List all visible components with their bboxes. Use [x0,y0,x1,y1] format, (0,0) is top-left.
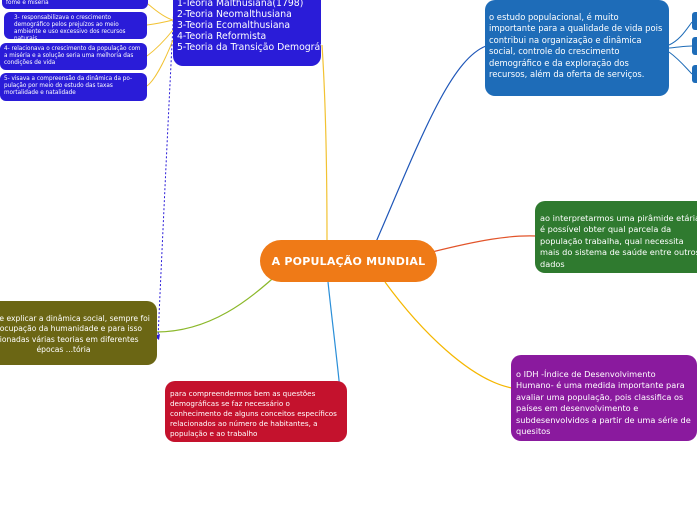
link-dashed [157,5,175,339]
social-dynamics-text: ...der e explicar a dinâmica social, sem… [0,314,150,355]
age-pyramid-node[interactable]: ao interpretarmos uma pirâmide etária é … [535,201,697,273]
theories-node[interactable]: 1-Teoria Malthusiana(1798) 2-Teoria Neom… [173,0,321,66]
theory-item-1-text: fome e miséria [6,0,49,6]
theory-line-1: 1-Teoria Malthusiana(1798) [177,0,304,9]
link-teorias [321,44,328,243]
central-topic-title: A POPULAÇÃO MUNDIAL [271,254,426,268]
social-dynamics-node[interactable]: ...der e explicar a dinâmica social, sem… [0,301,157,365]
link-compreender [327,281,341,391]
theory-line-3: 3-Teoria Ecomalthusiana [177,20,291,31]
concepts-node[interactable]: para compreendermos bem as questões demo… [165,381,347,442]
right-subnode-2[interactable] [692,37,697,55]
hdi-node[interactable]: o IDH -Índice de Desenvolvimento Humano-… [511,355,697,441]
theory-item-5-text: 5- visava a compreensão da dinâmica da p… [4,76,133,96]
link-idh [384,281,513,389]
theory-line-5: 5-Teoria da Transição Demográfica [177,42,321,53]
theory-item-5[interactable]: 5- visava a compreensão da dinâmica da p… [0,73,147,101]
link-explicar [155,269,283,333]
theory-item-3[interactable]: 3- responsabilizava o crescimento demogr… [4,12,147,42]
right-subnode-1[interactable] [692,12,697,30]
link-piramide [431,235,537,253]
theory-item-3-text: 3- responsabilizava o crescimento demogr… [14,15,126,42]
population-study-node[interactable]: o estudo populacional, é muito important… [485,0,669,96]
age-pyramid-text: ao interpretarmos uma pirâmide etária é … [540,213,697,269]
population-study-text: o estudo populacional, é muito important… [489,12,663,80]
theory-item-4[interactable]: 4- relacionava o crescimento da populaçã… [0,43,147,70]
theory-line-2: 2-Teoria Neomalthusiana [177,9,292,20]
hdi-text: o IDH -Índice de Desenvolvimento Humano-… [516,369,691,437]
right-subnode-3[interactable] [692,65,697,83]
theory-line-4: 4-Teoria Reformista [177,31,267,42]
central-topic[interactable]: A POPULAÇÃO MUNDIAL [260,240,437,282]
theory-item-1[interactable]: fome e miséria [2,0,148,9]
theory-item-4-text: 4- relacionava o crescimento da populaçã… [4,46,141,66]
link-estudo [375,45,487,243]
concepts-text: para compreendermos bem as questões demo… [170,389,337,438]
